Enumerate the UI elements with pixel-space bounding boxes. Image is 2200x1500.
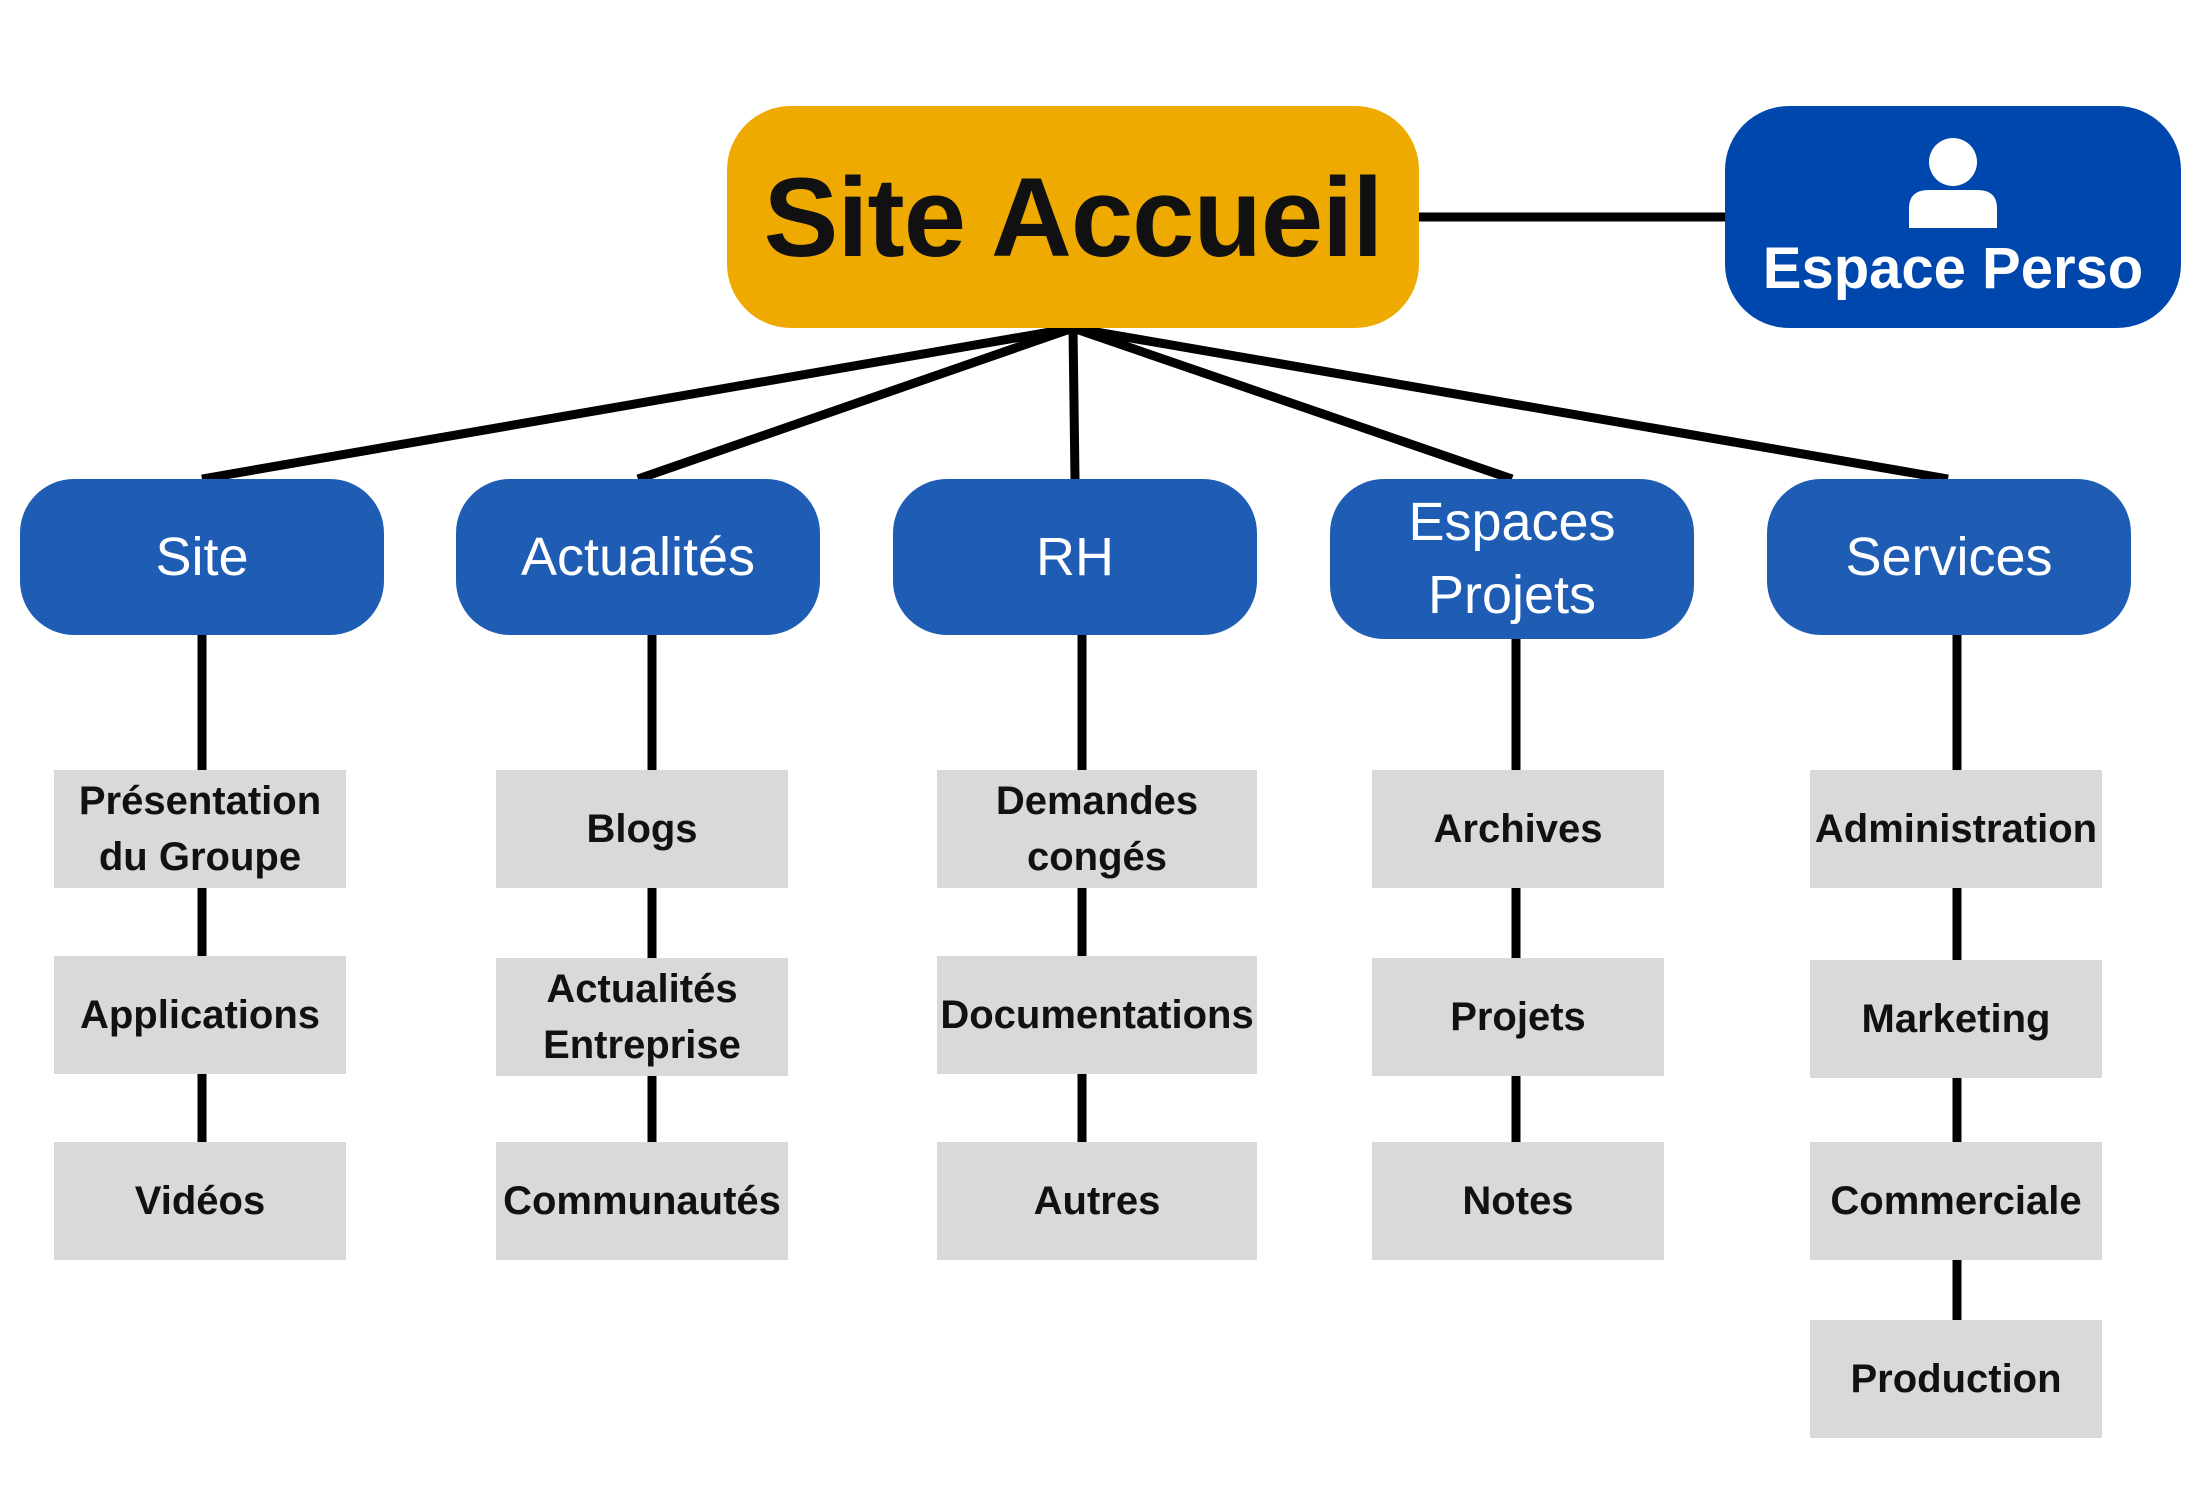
item-actualites-entreprise[interactable]: Actualités Entreprise <box>496 958 788 1076</box>
person-icon <box>1909 138 1997 228</box>
connector-root-actualites <box>636 323 1075 484</box>
category-label: Actualités <box>520 526 756 587</box>
category-site[interactable]: Site <box>20 479 384 635</box>
item-label: Marketing <box>1861 997 2051 1041</box>
item-presentation-du-groupe[interactable]: Présentation du Groupe <box>54 770 346 888</box>
category-actualites[interactable]: Actualités <box>456 479 820 635</box>
category-espaces-projets[interactable]: Espaces Projets <box>1330 479 1694 639</box>
item-communautes[interactable]: Communautés <box>496 1142 788 1260</box>
category-label: Services <box>1845 526 2053 587</box>
site-accueil-label: Site Accueil <box>763 154 1384 280</box>
item-videos[interactable]: Vidéos <box>54 1142 346 1260</box>
item-label: Vidéos <box>134 1179 266 1223</box>
item-autres[interactable]: Autres <box>937 1142 1257 1260</box>
connector-root-espaces-projets <box>1071 323 1514 484</box>
item-label: Actualités Entreprise <box>543 967 741 1067</box>
item-label: Archives <box>1433 807 1603 851</box>
item-applications[interactable]: Applications <box>54 956 346 1074</box>
item-label: Applications <box>79 993 321 1037</box>
site-accueil-node[interactable]: Site Accueil <box>727 106 1419 328</box>
category-rh[interactable]: RH <box>893 479 1257 635</box>
item-blogs[interactable]: Blogs <box>496 770 788 888</box>
item-label: Blogs <box>586 807 698 851</box>
item-notes[interactable]: Notes <box>1372 1142 1664 1260</box>
item-label: Notes <box>1462 1179 1574 1223</box>
item-documentations[interactable]: Documentations <box>937 956 1257 1074</box>
item-label: Administration <box>1814 807 2098 851</box>
category-label: Site <box>155 526 249 587</box>
category-label: Espaces Projets <box>1408 492 1616 625</box>
item-label: Projets <box>1450 995 1586 1039</box>
connector-root-rh <box>1068 327 1080 480</box>
item-projets[interactable]: Projets <box>1372 958 1664 1076</box>
item-production[interactable]: Production <box>1810 1320 2102 1438</box>
item-label: Communautés <box>503 1179 781 1223</box>
item-label: Production <box>1850 1357 2062 1401</box>
item-commerciale[interactable]: Commerciale <box>1810 1142 2102 1260</box>
item-label: Présentation du Groupe <box>78 779 322 879</box>
item-label: Commerciale <box>1830 1179 2082 1223</box>
item-demandes-conges[interactable]: Demandes congés <box>937 770 1257 888</box>
item-label: Documentations <box>940 993 1254 1037</box>
item-marketing[interactable]: Marketing <box>1810 960 2102 1078</box>
connector-root-site <box>201 323 1074 484</box>
category-label: RH <box>1036 526 1114 587</box>
espace-perso-label: Espace Perso <box>1762 236 2144 301</box>
connector-root-services <box>1072 323 1949 484</box>
category-services[interactable]: Services <box>1767 479 2131 635</box>
espace-perso-node[interactable]: Espace Perso <box>1725 106 2181 328</box>
item-label: Demandes congés <box>995 779 1199 879</box>
item-administration[interactable]: Administration <box>1810 770 2102 888</box>
item-archives[interactable]: Archives <box>1372 770 1664 888</box>
item-label: Autres <box>1033 1179 1161 1223</box>
